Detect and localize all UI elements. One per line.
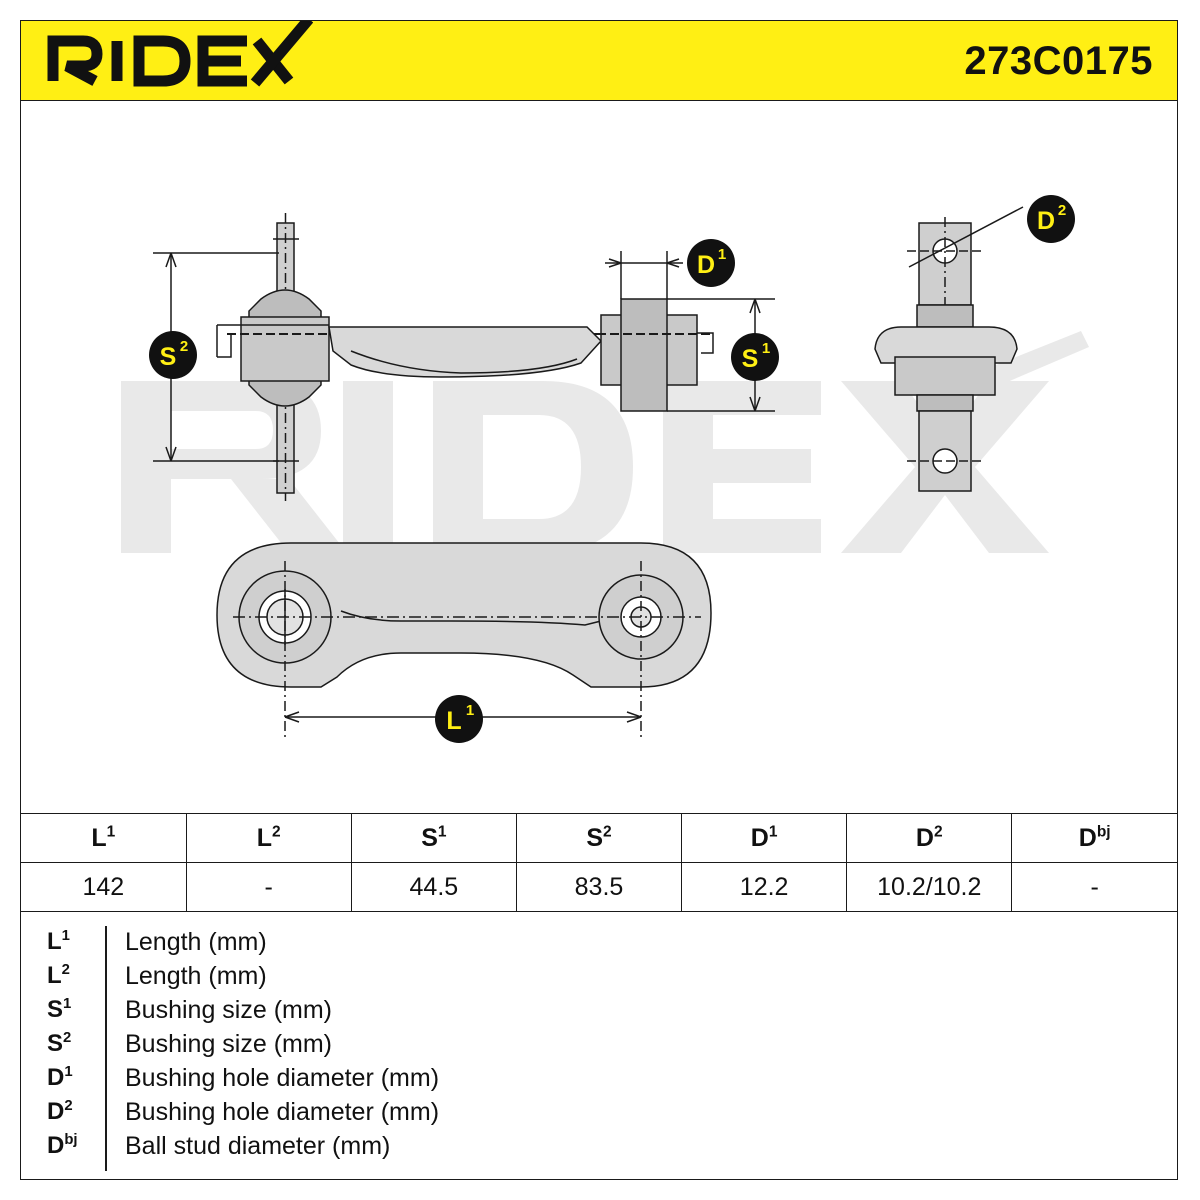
legend-key: L2 bbox=[47, 962, 70, 989]
col-header-d1: D1 bbox=[681, 813, 848, 863]
spec-table: L1 L2 S1 S2 D1 D2 Dbj 142 - 44.5 83.5 12… bbox=[21, 813, 1177, 912]
svg-text:1: 1 bbox=[466, 702, 474, 719]
col-header-dbj: Dbj bbox=[1011, 813, 1177, 863]
d2-callout: D 2 bbox=[1027, 195, 1075, 243]
right-bushing-side bbox=[597, 298, 714, 412]
svg-text:S: S bbox=[742, 345, 759, 373]
legend-desc: Length (mm) bbox=[125, 928, 267, 956]
end-view bbox=[874, 206, 1024, 492]
svg-text:D: D bbox=[1037, 207, 1055, 235]
value-l2: - bbox=[185, 862, 352, 912]
svg-text:1: 1 bbox=[718, 246, 726, 263]
col-header-s2: S2 bbox=[515, 813, 683, 863]
legend-item: L1 Length (mm) bbox=[21, 928, 1177, 962]
value-l1: 142 bbox=[21, 862, 187, 912]
spec-table-value-row: 142 - 44.5 83.5 12.2 10.2/10.2 - bbox=[21, 862, 1177, 912]
legend-item: Dbj Ball stud diameter (mm) bbox=[21, 1132, 1177, 1166]
value-s1: 44.5 bbox=[350, 862, 517, 912]
legend-desc: Bushing hole diameter (mm) bbox=[125, 1064, 440, 1092]
s1-callout: S 1 bbox=[731, 333, 779, 381]
legend-key: D1 bbox=[47, 1064, 73, 1091]
legend-item: S2 Bushing size (mm) bbox=[21, 1030, 1177, 1064]
col-header-s1: S1 bbox=[350, 813, 517, 863]
legend-item: S1 Bushing size (mm) bbox=[21, 996, 1177, 1030]
legend-key: L1 bbox=[47, 928, 70, 955]
legend-desc: Length (mm) bbox=[125, 962, 267, 990]
d1-dimension bbox=[605, 251, 683, 299]
svg-text:D: D bbox=[697, 251, 715, 279]
technical-drawing: S 2 D 1 S 1 D 2 L 1 bbox=[21, 101, 1177, 813]
legend-desc: Bushing size (mm) bbox=[125, 1030, 332, 1058]
spec-table-header-row: L1 L2 S1 S2 D1 D2 Dbj bbox=[21, 813, 1177, 863]
spec-sheet: 273C0175 bbox=[20, 20, 1178, 1180]
svg-text:2: 2 bbox=[1058, 202, 1066, 219]
legend-desc: Bushing hole diameter (mm) bbox=[125, 1098, 440, 1126]
value-d2: 10.2/10.2 bbox=[846, 862, 1013, 912]
l1-callout: L 1 bbox=[435, 695, 483, 743]
col-header-d2: D2 bbox=[846, 813, 1013, 863]
legend-key: Dbj bbox=[47, 1132, 78, 1159]
header-bar: 273C0175 bbox=[21, 21, 1177, 101]
legend-desc: Bushing size (mm) bbox=[125, 996, 332, 1024]
s2-callout: S 2 bbox=[149, 331, 197, 379]
top-view bbox=[216, 542, 712, 741]
part-number: 273C0175 bbox=[964, 39, 1153, 83]
legend-key: S2 bbox=[47, 1030, 72, 1057]
ridex-logo bbox=[47, 21, 313, 87]
legend-key: S1 bbox=[47, 996, 72, 1023]
svg-text:S: S bbox=[160, 343, 177, 371]
col-header-l2: L2 bbox=[185, 813, 352, 863]
d1-callout: D 1 bbox=[687, 239, 735, 287]
legend-item: D1 Bushing hole diameter (mm) bbox=[21, 1064, 1177, 1098]
value-s2: 83.5 bbox=[515, 862, 683, 912]
svg-text:L: L bbox=[446, 707, 461, 735]
legend-item: D2 Bushing hole diameter (mm) bbox=[21, 1098, 1177, 1132]
legend-divider bbox=[105, 926, 107, 1171]
legend-key: D2 bbox=[47, 1098, 73, 1125]
col-header-l1: L1 bbox=[21, 813, 187, 863]
svg-text:2: 2 bbox=[180, 338, 188, 355]
svg-text:1: 1 bbox=[762, 340, 770, 357]
legend-desc: Ball stud diameter (mm) bbox=[125, 1132, 391, 1160]
arm-side bbox=[328, 326, 603, 378]
value-d1: 12.2 bbox=[681, 862, 848, 912]
value-dbj: - bbox=[1011, 862, 1177, 912]
legend-item: L2 Length (mm) bbox=[21, 962, 1177, 996]
